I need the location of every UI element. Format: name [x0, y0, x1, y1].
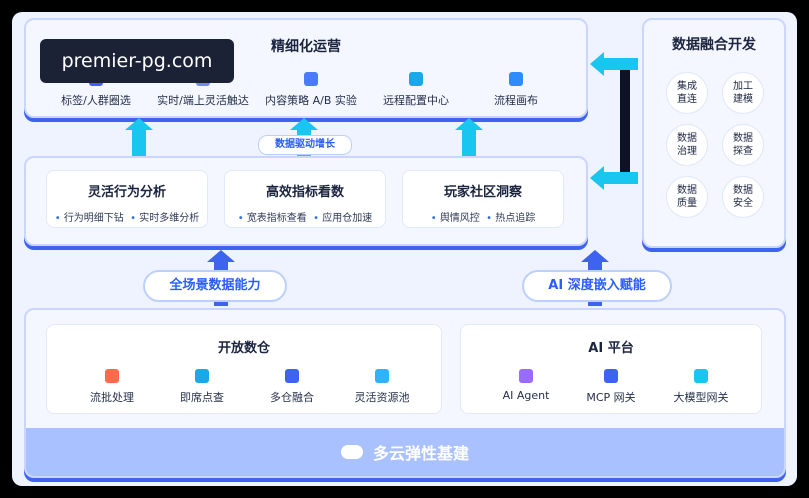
gateway-icon: [604, 369, 618, 383]
card-title: 灵活行为分析: [87, 185, 166, 200]
card-title: 开放数仓: [217, 341, 270, 356]
cloud-icon: [375, 369, 389, 383]
arrow-left-icon: [590, 52, 604, 76]
connector-line: [620, 70, 630, 172]
panel-infrastructure: 开放数仓 流批处理 即席点查 多仓融合 灵活资源池 AI 平台 AI Agent…: [24, 308, 786, 478]
card-open-warehouse: 开放数仓 流批处理 即席点查 多仓融合 灵活资源池: [46, 324, 442, 414]
panel-title: 精细化运营: [271, 39, 341, 55]
arrow-stem: [462, 130, 476, 156]
monitor-icon: [409, 72, 423, 86]
item-quality: 数据 质量: [666, 176, 708, 218]
card-title: AI 平台: [588, 341, 634, 356]
panel-analytics: 灵活行为分析 • 行为明细下钻 • 实时多维分析 高效指标看数 • 宽表指标查看…: [24, 156, 588, 246]
panel-data-fusion: 数据融合开发 集成 直连 加工 建模 数据 治理 数据 探查 数据 质量 数据 …: [642, 18, 786, 248]
item-llm-gateway: 大模型网关: [651, 369, 751, 405]
arrow-left-icon: [590, 166, 604, 190]
database-icon: [285, 369, 299, 383]
item-resource-pool: 灵活资源池: [337, 369, 427, 405]
item-integration: 集成 直连: [666, 72, 708, 114]
arrow-stem: [604, 58, 638, 70]
item-security: 数据 安全: [722, 176, 764, 218]
sparkle-icon: [519, 369, 533, 383]
query-icon: [195, 369, 209, 383]
card-metric-dashboard: 高效指标看数 • 宽表指标查看 • 应用仓加速: [224, 170, 386, 228]
arrow-up-icon: [581, 250, 609, 262]
arrow-up-icon: [290, 118, 318, 130]
item-ai-agent: AI Agent: [481, 369, 571, 402]
item-stream-batch: 流批处理: [67, 369, 157, 405]
item-remote-config: 远程配置中心: [366, 72, 466, 108]
cube-icon: [694, 369, 708, 383]
item-modeling: 加工 建模: [722, 72, 764, 114]
item-mcp-gateway: MCP 网关: [566, 369, 656, 405]
watermark-badge: premier-pg.com: [40, 39, 234, 83]
arrow-up-icon: [455, 118, 483, 130]
item-adhoc-query: 即席点查: [157, 369, 247, 405]
card-community-insight: 玩家社区洞察 • 舆情风控 • 热点追踪: [402, 170, 564, 228]
item-governance: 数据 治理: [666, 124, 708, 166]
panel-title: 数据融合开发: [672, 37, 756, 53]
card-title: 高效指标看数: [265, 185, 344, 200]
arrow-up-icon: [207, 250, 235, 262]
item-exploration: 数据 探查: [722, 124, 764, 166]
card-behavior-analysis: 灵活行为分析 • 行为明细下钻 • 实时多维分析: [46, 170, 208, 228]
card-title: 玩家社区洞察: [443, 185, 522, 200]
base-bar: 多云弹性基建: [26, 428, 784, 476]
item-multi-warehouse: 多仓融合: [247, 369, 337, 405]
pill-full-scenario-data: 全场景数据能力: [143, 270, 287, 302]
canvas-icon: [509, 72, 523, 86]
item-flow-canvas: 流程画布: [466, 72, 566, 108]
cloud-icon: [340, 445, 363, 459]
card-ai-platform: AI 平台 AI Agent MCP 网关 大模型网关: [460, 324, 762, 414]
nodes-icon: [105, 369, 119, 383]
data-growth-badge: 数据驱动增长: [258, 135, 352, 155]
base-label: 多云弹性基建: [372, 444, 469, 463]
arrow-up-icon: [125, 118, 153, 130]
pill-ai-empower: AI 深度嵌入赋能: [522, 270, 672, 302]
item-ab-test: 内容策略 A/B 实验: [256, 72, 366, 108]
ab-icon: [304, 72, 318, 86]
arrow-stem: [604, 172, 638, 184]
arrow-stem: [132, 130, 146, 156]
